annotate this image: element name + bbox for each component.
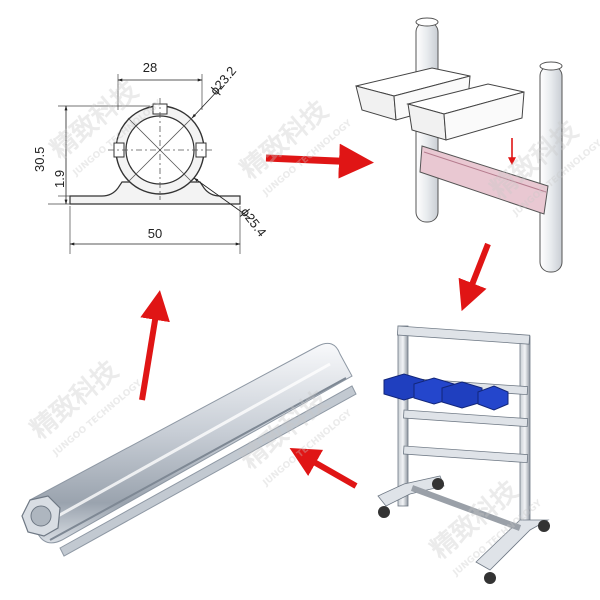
dim-flange-thickness: 1.9: [52, 170, 67, 188]
profile-cross-section-drawing: 28 ϕ23.2 30.5 1.9 ϕ25.4 50: [32, 60, 270, 254]
dim-diameter-outer: ϕ25.4: [238, 205, 270, 240]
blue-bins-row: [383, 373, 509, 411]
arrow-bins-to-rack: [458, 242, 491, 312]
arrow-tube-to-drawing: [139, 290, 170, 401]
hanging-bin-2: [406, 83, 525, 141]
hanging-rail: [419, 145, 549, 215]
aluminium-profile-tube-image: [21, 342, 357, 557]
dim-width-top: 28: [143, 60, 157, 75]
arrow-drawing-to-bins: [265, 143, 374, 179]
caster-wheel-3: [484, 572, 496, 584]
dim-width-base: 50: [148, 226, 162, 241]
mobile-bin-rack-image: [377, 325, 550, 584]
dim-height-total: 30.5: [32, 147, 47, 172]
process-flow-arrows: [139, 143, 491, 489]
caster-wheel-1: [378, 506, 390, 518]
caster-wheel-2: [432, 478, 444, 490]
dim-diameter-inner: ϕ23.2: [207, 63, 239, 98]
arrow-rack-to-tube: [289, 448, 358, 489]
rack-upright-right: [519, 335, 531, 531]
caster-wheel-4: [538, 520, 550, 532]
bin-rail-assembly-illustration: [355, 17, 563, 273]
